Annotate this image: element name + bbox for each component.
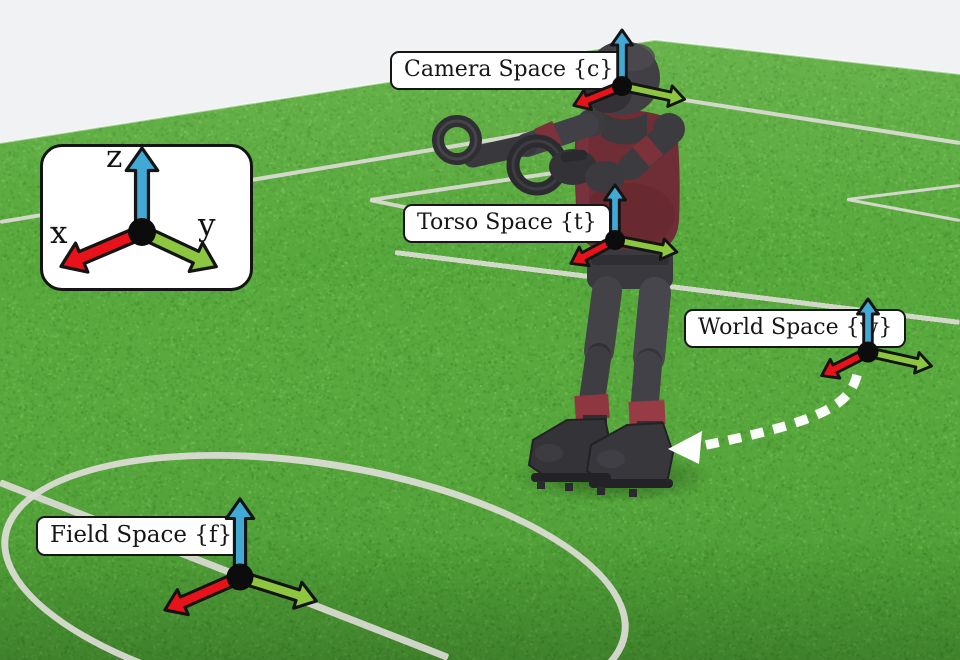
origin-dot (227, 564, 254, 591)
camera-space-axes (570, 30, 687, 115)
field-space-axes (159, 499, 320, 622)
legend-axes (55, 148, 223, 281)
origin-dot (605, 230, 625, 250)
world-space-axes (817, 299, 934, 385)
origin-dot (858, 342, 879, 363)
torso-space-axes (566, 185, 679, 273)
world-to-robot-arrowhead (668, 431, 702, 464)
origin-dot (128, 218, 156, 246)
origin-dot (612, 76, 632, 96)
world-to-robot-dashed-arrow (706, 375, 857, 445)
